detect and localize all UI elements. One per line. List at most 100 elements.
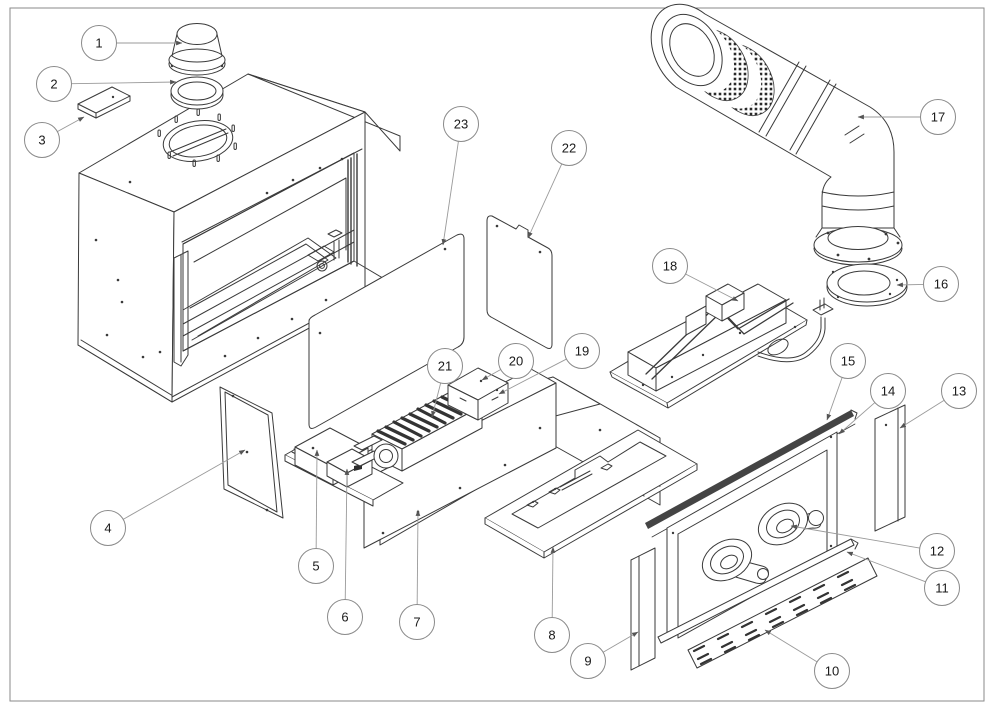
leader-line bbox=[57, 116, 85, 132]
flue-opening bbox=[157, 108, 237, 167]
leader-line bbox=[602, 631, 639, 653]
leader-line bbox=[838, 402, 876, 435]
tray-clips bbox=[526, 463, 613, 508]
leader-line bbox=[685, 273, 739, 302]
leader-line bbox=[314, 449, 320, 549]
suction-cup-lifter-left bbox=[701, 538, 769, 584]
leader-line bbox=[899, 399, 945, 429]
left-trim-panel bbox=[630, 547, 656, 671]
blower-assembly bbox=[351, 390, 493, 472]
callout-balloon bbox=[443, 106, 479, 142]
callout-number: 13 bbox=[952, 384, 966, 399]
leader-line bbox=[790, 524, 920, 549]
callout-right-glass-panel: 22 bbox=[527, 130, 587, 239]
leader-line bbox=[846, 551, 926, 583]
leader-line bbox=[122, 449, 246, 520]
junction-cover-plate bbox=[77, 86, 131, 119]
suction-cup-lifter-right bbox=[757, 502, 824, 546]
callout-number: 17 bbox=[931, 110, 945, 125]
callout-receptacle-box: 6 bbox=[327, 468, 363, 635]
bottom-trim-rail bbox=[657, 538, 859, 644]
grille-louvers bbox=[692, 570, 857, 666]
leader-line bbox=[481, 369, 501, 381]
callout-lower-front-panel: 7 bbox=[399, 509, 435, 640]
callout-balloon bbox=[534, 617, 570, 653]
callout-number: 16 bbox=[934, 277, 948, 292]
callout-bottom-trim-rail: 11 bbox=[846, 551, 960, 606]
callout-number: 21 bbox=[438, 359, 452, 374]
callout-balloon bbox=[570, 643, 606, 679]
gas-supply-tube bbox=[757, 316, 826, 363]
leader-line bbox=[550, 546, 556, 618]
callout-balloon bbox=[427, 348, 463, 384]
callout-balloon bbox=[327, 599, 363, 635]
callout-front-glass-panel: 23 bbox=[441, 106, 479, 246]
callout-number: 7 bbox=[413, 615, 420, 630]
leader-line bbox=[415, 509, 421, 605]
termination-cap-rim bbox=[661, 13, 723, 87]
flue-gasket bbox=[826, 263, 908, 307]
callout-number: 14 bbox=[881, 384, 895, 399]
callout-number: 15 bbox=[841, 354, 855, 369]
callout-number: 20 bbox=[509, 354, 523, 369]
flex-vent-pipe-elbow bbox=[650, 3, 903, 266]
callout-balloon bbox=[90, 510, 126, 546]
callout-balloon bbox=[399, 604, 435, 640]
callout-balloon bbox=[941, 373, 977, 409]
callout-top-trim-rail: 15 bbox=[826, 343, 866, 421]
callout-flue-collar: 1 bbox=[81, 25, 183, 61]
callout-balloon bbox=[551, 130, 587, 166]
callout-flue-gasket: 16 bbox=[896, 266, 959, 302]
leader-line bbox=[498, 358, 567, 395]
leader-line bbox=[764, 629, 818, 663]
leader-line bbox=[896, 282, 924, 288]
callout-balloon bbox=[564, 333, 600, 369]
callout-number: 5 bbox=[312, 559, 319, 574]
callout-balloon bbox=[814, 653, 850, 689]
callout-base-tray: 8 bbox=[534, 546, 570, 653]
callout-suction-cup-lifter: 12 bbox=[790, 524, 955, 569]
firebox-interior bbox=[173, 153, 358, 367]
callout-balloon bbox=[81, 25, 117, 61]
callout-flex-vent-pipe-elbow: 17 bbox=[857, 99, 956, 135]
right-glass-panel bbox=[486, 215, 553, 349]
collar-gasket-ring bbox=[170, 76, 224, 110]
right-trim-panel bbox=[874, 404, 906, 532]
leader-line bbox=[826, 377, 843, 421]
callout-number: 12 bbox=[930, 544, 944, 559]
callout-number: 3 bbox=[38, 133, 45, 148]
flue-studs bbox=[157, 108, 237, 167]
callout-door-frame-assembly: 14 bbox=[838, 373, 906, 435]
callout-blower-assembly: 21 bbox=[427, 348, 463, 418]
drawing-border bbox=[9, 7, 985, 702]
leader-line bbox=[441, 141, 459, 246]
callout-number: 6 bbox=[341, 610, 348, 625]
leader-line bbox=[71, 79, 177, 85]
callout-number: 19 bbox=[575, 344, 589, 359]
callout-balloon bbox=[298, 548, 334, 584]
front-glass-panel bbox=[308, 233, 465, 429]
callout-junction-cover-plate: 3 bbox=[24, 116, 85, 158]
burner-assembly bbox=[609, 283, 834, 409]
callout-number: 23 bbox=[454, 117, 468, 132]
leader-line bbox=[431, 382, 442, 418]
callout-louver-grille: 10 bbox=[764, 629, 850, 689]
callout-number: 10 bbox=[825, 664, 839, 679]
callout-number: 18 bbox=[663, 259, 677, 274]
cabinet-screws bbox=[94, 157, 344, 359]
callout-number: 4 bbox=[104, 521, 111, 536]
callout-number: 1 bbox=[95, 36, 102, 51]
callout-balloon bbox=[919, 533, 955, 569]
firebox-cabinet bbox=[77, 73, 421, 403]
callout-number: 8 bbox=[548, 628, 555, 643]
callout-balloon bbox=[830, 343, 866, 379]
callout-balloon bbox=[870, 373, 906, 409]
callout-balloon bbox=[498, 343, 534, 379]
flue-collar bbox=[168, 23, 226, 76]
callout-number: 22 bbox=[562, 141, 576, 156]
callout-number: 11 bbox=[935, 581, 949, 596]
callout-balloon bbox=[36, 66, 72, 102]
